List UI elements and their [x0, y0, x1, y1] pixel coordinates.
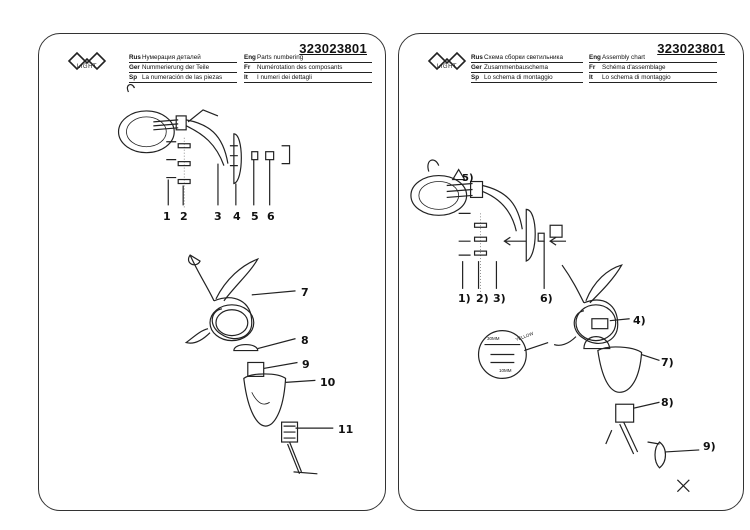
step-label-9: 9)	[703, 440, 716, 453]
step-label-3: 3)	[493, 292, 506, 305]
logo-text: LIGHT	[436, 64, 458, 70]
step-label-5: 5)	[462, 173, 474, 184]
brand-logo-icon	[427, 51, 467, 71]
part-number-5: 5	[251, 210, 259, 223]
step-label-8: 8)	[661, 396, 674, 409]
detail-dim-30mm: 30MM	[487, 336, 500, 341]
header-eng: EngParts numbering	[244, 54, 372, 63]
part-number-7: 7	[301, 286, 309, 299]
header-rus: RusСхема сборки светильника	[471, 54, 583, 63]
header-rus: RusНумерация деталей	[129, 54, 237, 63]
step-label-2: 2)	[476, 292, 489, 305]
assembly-chart-page: LIGHT 323023801 RusСхема сборки светильн…	[398, 33, 744, 511]
part-number-11: 11	[338, 423, 354, 436]
detail-dim-10mm: 10MM	[499, 368, 512, 373]
document-number: 323023801	[657, 41, 725, 56]
part-number-2: 2	[180, 210, 188, 223]
part-number-10: 10	[320, 376, 336, 389]
step-label-1: 1)	[458, 292, 471, 305]
assembly-drawing	[410, 159, 700, 493]
logo-text: LIGHT	[76, 64, 98, 70]
part-number-1: 1	[163, 210, 171, 223]
document-number: 323023801	[299, 41, 367, 56]
brand-logo-icon	[67, 51, 107, 71]
parts-numbering-page: LIGHT 323023801 RusНумерация деталей Ger…	[38, 33, 386, 511]
step-label-4: 4)	[633, 314, 646, 327]
parts-drawing	[117, 84, 334, 475]
part-number-8: 8	[301, 334, 309, 347]
part-number-4: 4	[233, 210, 241, 223]
step-label-7: 7)	[661, 356, 674, 369]
part-number-9: 9	[302, 358, 310, 371]
part-number-3: 3	[214, 210, 222, 223]
part-number-6: 6	[267, 210, 275, 223]
header-eng: EngAssembly chart	[589, 54, 717, 63]
step-label-6: 6)	[540, 292, 553, 305]
